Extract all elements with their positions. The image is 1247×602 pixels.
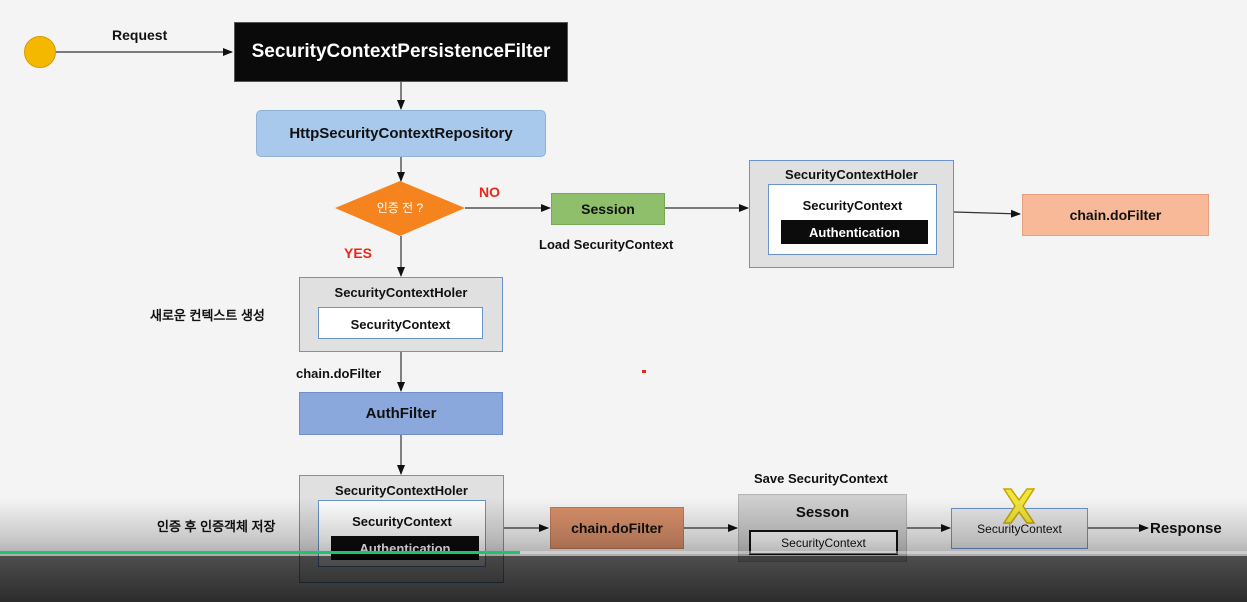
player-control-bar: [0, 556, 1247, 602]
repository-node: HttpSecurityContextRepository: [256, 110, 546, 157]
yes-label: YES: [344, 245, 373, 261]
response-label: Response: [1150, 520, 1222, 537]
authentication-bar: Authentication: [781, 220, 928, 244]
decision-label: 인증 전 ?: [376, 201, 424, 215]
session-node: Session: [551, 193, 665, 225]
holder-title: SecurityContextHoler: [785, 167, 918, 182]
edge-holder-to-chain: [953, 209, 1021, 218]
progress-bar[interactable]: [0, 551, 1247, 554]
stray-mark: [642, 370, 646, 373]
holder-title: SecurityContextHoler: [335, 483, 468, 498]
chain-dofilter-edge-label: chain.doFilter: [296, 366, 382, 381]
progress-fill: [0, 551, 520, 554]
cross-mark-icon: [1002, 488, 1036, 524]
holder-new: SecurityContextHoler SecurityContext: [299, 277, 503, 352]
holder-title: SecurityContextHoler: [334, 285, 468, 300]
context-label: SecurityContext: [802, 198, 903, 213]
load-context-label: Load SecurityContext: [539, 237, 674, 252]
context-label: SecurityContext: [350, 317, 451, 332]
persistence-filter-node: SecurityContextPersistenceFilter: [234, 22, 568, 82]
context-box: SecurityContext: [318, 307, 483, 339]
request-label: Request: [112, 27, 168, 43]
auth-filter-node: AuthFilter: [299, 392, 503, 435]
no-label: NO: [479, 184, 500, 200]
save-context-label: Save SecurityContext: [754, 471, 888, 486]
holder-top-right: SecurityContextHoler SecurityContext Aut…: [749, 160, 954, 268]
chain-dofilter-right: chain.doFilter: [1022, 194, 1209, 236]
start-circle: [24, 36, 56, 68]
decision-diamond: [335, 181, 465, 236]
context-box: SecurityContext Authentication: [768, 184, 937, 255]
new-context-label: 새로운 컨텍스트 생성: [150, 308, 265, 323]
